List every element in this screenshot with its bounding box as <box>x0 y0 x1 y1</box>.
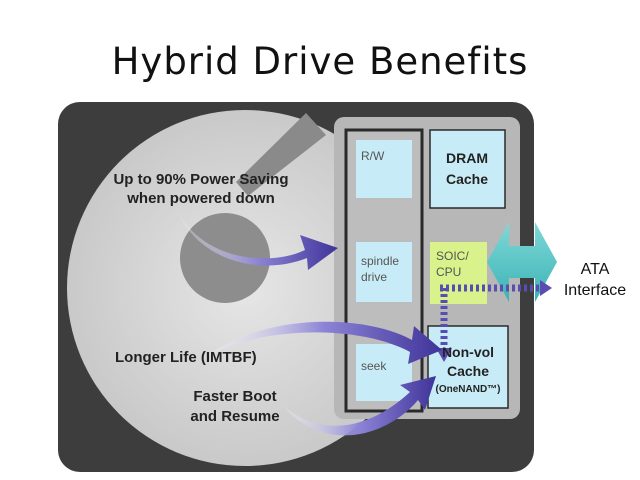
soic-cpu-box <box>430 242 487 304</box>
spindle-label-2: drive <box>361 270 387 284</box>
ata-label-2: Interface <box>564 282 626 299</box>
dram-label-1: DRAM <box>446 150 488 166</box>
longer-life-label: Longer Life (IMTBF) <box>115 349 257 366</box>
nonvol-label-2: Cache <box>447 363 489 379</box>
rw-label: R/W <box>361 149 385 163</box>
platter-hub <box>180 213 270 303</box>
actuator-arm <box>236 113 326 196</box>
data-path-down-arrowhead <box>436 348 452 362</box>
power-saving-arrow <box>178 212 338 270</box>
nonvol-label-3: (OneNAND™) <box>436 384 501 395</box>
dram-label-2: Cache <box>446 171 488 187</box>
power-saving-label-1: Up to 90% Power Saving <box>113 171 288 188</box>
seek-box <box>356 344 412 401</box>
soic-label-2: CPU <box>436 265 461 279</box>
power-saving-label-2: when powered down <box>126 190 275 207</box>
data-path-arrowhead <box>540 280 552 296</box>
faster-boot-label-2: and Resume <box>190 408 279 425</box>
ata-interface-arrow <box>487 222 557 302</box>
spindle-label-1: spindle <box>361 254 399 268</box>
faster-boot-arrow <box>282 376 436 436</box>
nonvol-cache-box <box>427 325 509 409</box>
soic-label-1: SOIC/ <box>436 249 469 263</box>
nonvol-label-1: Non-vol <box>442 344 494 360</box>
dram-cache-box <box>429 129 506 209</box>
ata-label-1: ATA <box>581 261 610 278</box>
rw-box <box>356 140 412 198</box>
faster-boot-label-1: Faster Boot <box>193 388 276 405</box>
longer-life-arrow <box>205 321 442 364</box>
slide-title: Hybrid Drive Benefits <box>111 40 529 83</box>
spindle-drive-box <box>356 242 412 302</box>
seek-label: seek <box>361 359 387 373</box>
